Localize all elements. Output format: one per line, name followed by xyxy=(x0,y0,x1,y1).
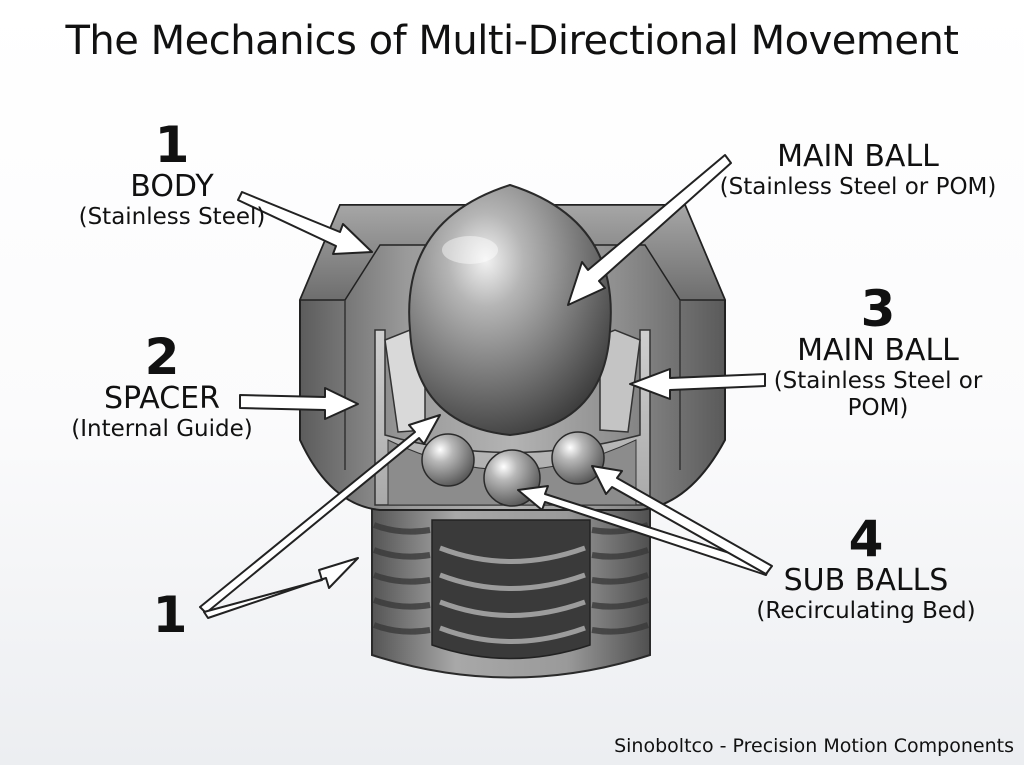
label-body: 1 BODY (Stainless Steel) xyxy=(72,120,272,231)
label-main-ball-3-sub-line2: POM) xyxy=(847,395,909,421)
label-body-name: BODY xyxy=(130,169,214,204)
label-main-ball-3: 3 MAIN BALL (Stainless Steel or POM) xyxy=(758,284,998,422)
label-sub-balls-number: 4 xyxy=(848,510,884,568)
label-body-lower-number: 1 xyxy=(152,586,188,644)
callout-arrows xyxy=(199,154,773,619)
label-main-ball-top-name: MAIN BALL xyxy=(777,139,939,174)
label-main-ball-3-name: MAIN BALL xyxy=(797,333,959,368)
label-spacer-number: 2 xyxy=(144,328,180,386)
label-sub-balls-sub: (Recirculating Bed) xyxy=(756,598,976,624)
label-main-ball-3-sub-line1: (Stainless Steel or xyxy=(773,368,983,394)
label-spacer-name: SPACER xyxy=(104,381,220,416)
label-main-ball-3-number: 3 xyxy=(860,280,896,338)
arrow-sub-balls-2 xyxy=(591,465,773,575)
label-main-ball-top: MAIN BALL (Stainless Steel or POM) xyxy=(708,140,1008,201)
footer-credit: Sinoboltco - Precision Motion Components xyxy=(614,735,1014,757)
main-ball xyxy=(408,183,612,437)
label-spacer-sub: (Internal Guide) xyxy=(71,416,253,442)
threaded-stem xyxy=(371,504,651,679)
arrow-body-lower-1 xyxy=(199,414,441,614)
arrow-spacer xyxy=(239,387,359,420)
label-body-lower: 1 xyxy=(140,590,200,640)
label-sub-balls-name: SUB BALLS xyxy=(783,563,949,598)
arrow-main-ball-top xyxy=(567,154,732,306)
arrow-body-lower-2 xyxy=(203,557,359,619)
label-spacer: 2 SPACER (Internal Guide) xyxy=(48,332,276,443)
arrow-sub-balls-1 xyxy=(517,485,771,576)
arrow-body xyxy=(237,191,373,255)
label-body-sub: (Stainless Steel) xyxy=(78,204,266,230)
diagram-title: The Mechanics of Multi-Directional Movem… xyxy=(65,18,960,64)
arrow-main-ball-3 xyxy=(629,368,766,400)
label-sub-balls: 4 SUB BALLS (Recirculating Bed) xyxy=(738,514,994,625)
label-main-ball-top-sub: (Stainless Steel or POM) xyxy=(719,174,997,200)
label-body-number: 1 xyxy=(154,116,190,174)
